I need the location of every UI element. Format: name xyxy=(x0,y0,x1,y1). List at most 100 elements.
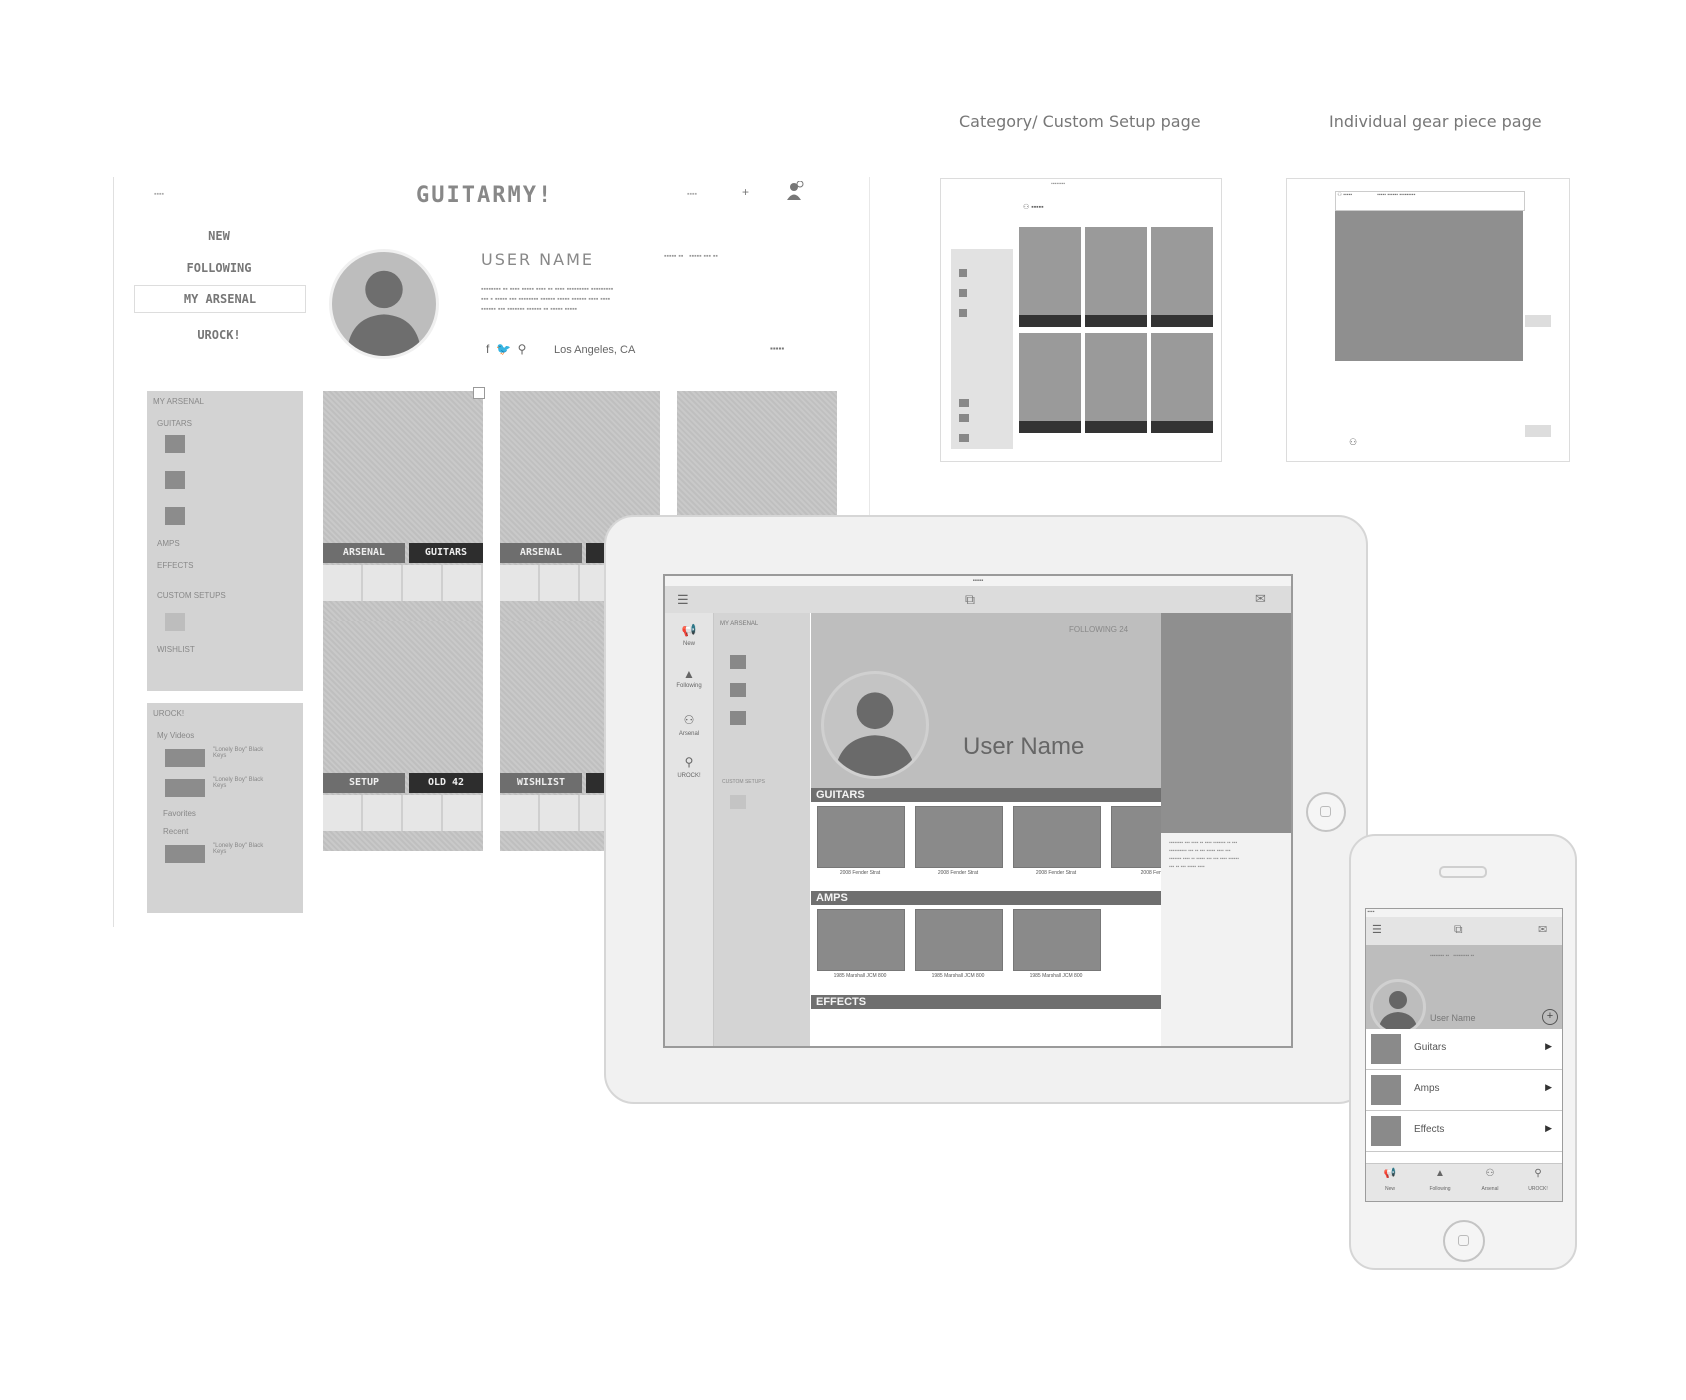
guitar-thumb[interactable] xyxy=(165,507,185,525)
follow-link[interactable]: ▪▪▪▪▪ xyxy=(770,344,785,353)
following-count[interactable]: FOLLOWING 24 xyxy=(1069,625,1129,634)
sidebar-guitar-thumb[interactable] xyxy=(730,655,746,669)
nav-following[interactable]: FOLLOWING xyxy=(186,261,252,275)
tablet-main: FOLLOWING 24 User Name GUITARS 2008 Fend… xyxy=(811,613,1199,1046)
site-logo[interactable]: GUITARMY! xyxy=(416,183,554,208)
social-icons[interactable]: f 🐦 ⚲ xyxy=(486,342,526,356)
top-left-link[interactable]: ▪▪▪▪ xyxy=(154,191,164,198)
amp-card[interactable] xyxy=(915,909,1003,971)
wishlist-toggle[interactable]: WISHLIST xyxy=(157,645,195,654)
custom-setups-toggle[interactable]: CUSTOM SETUPS xyxy=(157,591,226,600)
facebook-icon[interactable]: f xyxy=(486,342,490,356)
tile-corner-icon[interactable] xyxy=(473,387,485,399)
setup-thumb[interactable] xyxy=(165,613,185,631)
rail-following[interactable]: Following xyxy=(676,683,702,689)
tablet-status-bar: ▪▪▪▪▪ xyxy=(665,576,1291,586)
guitar-thumb[interactable] xyxy=(165,471,185,489)
amp-caption: 1985 Marshall JCM 800 xyxy=(931,973,985,979)
phone-status-bar: ▪▪▪▪ xyxy=(1366,909,1562,917)
message-icon[interactable]: ✉ xyxy=(1538,924,1548,936)
user-icon[interactable] xyxy=(786,180,804,206)
arsenal-icon[interactable]: ⚇ xyxy=(683,713,695,727)
row-label: Amps xyxy=(1414,1083,1440,1094)
video-title: "Lonely Boy" Black Keys xyxy=(213,747,264,759)
tablet-home-button[interactable] xyxy=(1306,792,1346,832)
add-icon[interactable]: + xyxy=(742,185,750,199)
urock-icon[interactable]: ⚲ xyxy=(684,755,694,769)
tile-left-label[interactable]: WISHLIST xyxy=(500,773,582,793)
favorites-toggle[interactable]: Favorites xyxy=(163,809,196,818)
gear-page-thumbnail: ⚇ ▪▪▪▪▪ ▪▪▪▪▪ ▪▪▪▪▪▪ ▪▪▪▪▪▪▪▪▪ ⚇ xyxy=(1286,178,1570,462)
my-videos-toggle[interactable]: My Videos xyxy=(157,731,195,740)
amps-toggle[interactable]: AMPS xyxy=(157,539,180,548)
following-icon[interactable]: ▲ xyxy=(1435,1168,1445,1179)
tab-new[interactable]: New xyxy=(1384,1186,1395,1192)
tablet-detail-pane: ▪▪▪▪▪▪▪▪ ▪▪▪ ▪▪▪▪ ▪▪ ▪▪▪▪ ▪▪▪▪▪▪▪ ▪▪ ▪▪▪… xyxy=(1161,613,1291,1046)
phone-row-amps[interactable]: Amps▶ xyxy=(1366,1070,1562,1111)
tile-left-label[interactable]: ARSENAL xyxy=(323,543,405,563)
menu-icon[interactable]: ☰ xyxy=(1372,924,1382,936)
guitar-card[interactable] xyxy=(1013,806,1101,868)
tablet-custom-setups[interactable]: CUSTOM SETUPS xyxy=(722,779,765,785)
phone-avatar xyxy=(1370,979,1426,1035)
rail-arsenal[interactable]: Arsenal xyxy=(678,731,700,737)
add-icon[interactable]: + xyxy=(1542,1009,1558,1025)
tile-right-label[interactable]: OLD 42 xyxy=(409,773,483,793)
profile-avatar xyxy=(329,249,439,359)
video-thumb[interactable] xyxy=(165,845,205,863)
top-right-link[interactable]: ▪▪▪▪ xyxy=(687,191,697,198)
tile-left-label[interactable]: ARSENAL xyxy=(500,543,582,563)
phone-row-guitars[interactable]: Guitars▶ xyxy=(1366,1029,1562,1070)
amp-card[interactable] xyxy=(817,909,905,971)
menu-icon[interactable]: ☰ xyxy=(677,592,689,607)
tablet-profile-hero: FOLLOWING 24 User Name xyxy=(811,613,1161,788)
guitars-toggle[interactable]: GUITARS xyxy=(157,419,192,428)
logo-icon[interactable]: ⧉ xyxy=(1454,922,1463,936)
megaphone-icon[interactable]: 📢 xyxy=(1383,1168,1397,1179)
tab-urock[interactable]: UROCK! xyxy=(1528,1186,1548,1192)
nav-new[interactable]: NEW xyxy=(208,229,230,243)
guitar-card[interactable] xyxy=(915,806,1003,868)
tile-left-label[interactable]: SETUP xyxy=(323,773,405,793)
message-icon[interactable]: ✉ xyxy=(1255,591,1266,606)
urock-panel-title: UROCK! xyxy=(153,709,185,718)
sidebar-guitar-thumb[interactable] xyxy=(730,711,746,725)
rail-urock[interactable]: UROCK! xyxy=(677,773,701,779)
effects-toggle[interactable]: EFFECTS xyxy=(157,561,194,570)
logo-icon[interactable]: ⧉ xyxy=(965,591,975,607)
twitter-icon[interactable]: 🐦 xyxy=(496,342,511,356)
phone-home-button[interactable] xyxy=(1443,1220,1485,1262)
nav-urock[interactable]: UROCK! xyxy=(197,328,241,342)
category-page-thumbnail: ▪▪▪▪▪▪▪▪ ⚇ ▪▪▪▪▪ xyxy=(940,178,1222,462)
arsenal-icon[interactable]: ⚇ xyxy=(1485,1168,1495,1179)
mini-user-icon: ⚇ ▪▪▪▪▪ xyxy=(1023,204,1044,211)
guitar-card[interactable] xyxy=(817,806,905,868)
recent-toggle[interactable]: Recent xyxy=(163,827,189,836)
tile-right-label[interactable]: GUITARS xyxy=(409,543,483,563)
video-thumb[interactable] xyxy=(165,779,205,797)
rail-new[interactable]: New xyxy=(682,641,695,647)
mini-user-icon: ⚇ xyxy=(1349,437,1358,447)
row-label: Guitars xyxy=(1414,1042,1447,1053)
amp-card[interactable] xyxy=(1013,909,1101,971)
guitar-thumb[interactable] xyxy=(165,435,185,453)
nav-my-arsenal[interactable]: MY ARSENAL xyxy=(134,285,306,313)
category-page-caption: Category/ Custom Setup page xyxy=(959,112,1201,131)
following-icon[interactable]: ▲ xyxy=(683,667,695,681)
sidebar-guitar-thumb[interactable] xyxy=(730,683,746,697)
phone-username: User Name xyxy=(1430,1013,1476,1023)
tablet-avatar xyxy=(821,671,929,779)
tab-arsenal[interactable]: Arsenal xyxy=(1481,1186,1499,1192)
tab-following[interactable]: Following xyxy=(1429,1186,1451,1192)
sidebar-setup-thumb[interactable] xyxy=(730,795,746,809)
urock-icon[interactable]: ⚲ xyxy=(1534,1168,1542,1179)
video-thumb[interactable] xyxy=(165,749,205,767)
detail-description: ▪▪▪▪▪▪▪▪ ▪▪▪ ▪▪▪▪ ▪▪ ▪▪▪▪ ▪▪▪▪▪▪▪ ▪▪ ▪▪▪… xyxy=(1169,840,1239,870)
tablet-mockup: ▪▪▪▪▪ ☰ ⧉ ✉ 📢 New ▲ Following ⚇ Arsenal … xyxy=(604,515,1368,1104)
megaphone-icon[interactable]: 📢 xyxy=(681,623,697,637)
phone-row-effects[interactable]: Effects▶ xyxy=(1366,1111,1562,1152)
amps-section-header: AMPS xyxy=(811,891,1161,905)
tablet-sidebar: MY ARSENAL CUSTOM SETUPS xyxy=(714,613,810,1046)
